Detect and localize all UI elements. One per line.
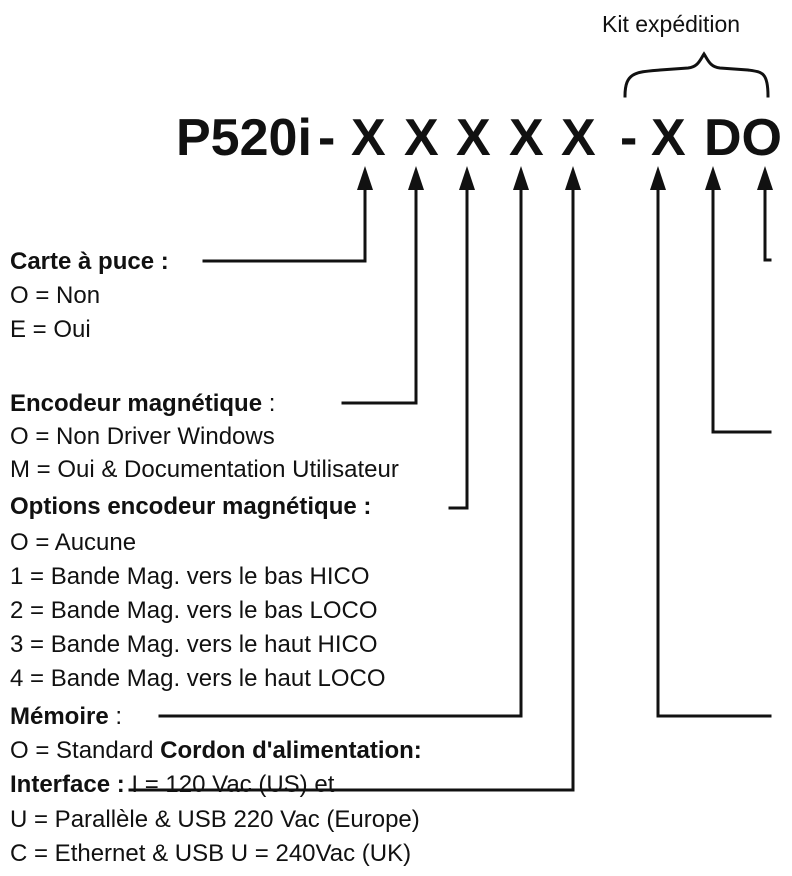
interface-title-row: Interface : I = 120 Vac (US) et [10, 771, 334, 799]
encodeur-option-oui: M = Oui & Documentation Utilisateur [10, 456, 399, 483]
interface-title: Interface : [10, 771, 125, 798]
cordon-alimentation-title: Cordon d'alimentation: [160, 737, 422, 764]
model-code-x1: X [351, 109, 386, 167]
line-memoire [158, 186, 523, 718]
interface-option-u-row: U = Parallèle & USB 220 Vac (Europe) [10, 806, 420, 834]
cordon-option-us: I = 120 Vac (US) et [131, 771, 335, 798]
arrowhead-x4 [513, 166, 529, 190]
options-encodeur-option-1: 1 = Bande Mag. vers le bas HICO [10, 563, 370, 590]
line-carte-puce [202, 186, 367, 263]
interface-option-c-row: C = Ethernet & USB U = 240Vac (UK) [10, 840, 411, 868]
arrowhead-x1 [357, 166, 373, 190]
line-cordon [656, 186, 772, 718]
encodeur-title-row: Encodeur magnétique : [10, 390, 275, 418]
cordon-option-europe: 220 Vac (Europe) [233, 806, 420, 833]
line-encodeur [341, 186, 418, 405]
model-separator-2: - [620, 109, 638, 167]
kit-brace [623, 51, 770, 98]
model-code-x5: X [561, 109, 596, 167]
arrowhead-x6 [650, 166, 666, 190]
model-code-x6: X [651, 109, 686, 167]
model-code-x3: X [456, 109, 491, 167]
arrowhead-o [757, 166, 773, 190]
options-encodeur-option-3: 3 = Bande Mag. vers le haut HICO [10, 631, 378, 658]
interface-option-u: U = Parallèle & USB [10, 806, 227, 833]
memoire-option-standard: O = Standard [10, 737, 154, 764]
interface-option-c: C = Ethernet & USB [10, 840, 225, 867]
options-encodeur-title: Options encodeur magnétique : [10, 493, 372, 520]
options-encodeur-option-0: O = Aucune [10, 529, 137, 556]
line-o [763, 186, 772, 262]
kit-expedition-label: Kit expédition [602, 11, 741, 37]
carte-puce-option-non: O = Non [10, 282, 101, 309]
options-encodeur-option-4: 4 = Bande Mag. vers le haut LOCO [10, 665, 386, 692]
line-d [711, 186, 772, 434]
carte-puce-option-oui: E = Oui [10, 316, 91, 343]
model-separator-1: - [318, 109, 336, 167]
arrowhead-d [705, 166, 721, 190]
cordon-option-uk: U = 240Vac (UK) [230, 840, 412, 867]
arrowhead-x2 [408, 166, 424, 190]
line-options-encodeur [448, 186, 469, 510]
encodeur-title: Encodeur magnétique [10, 390, 263, 417]
memoire-title-row: Mémoire : [10, 703, 122, 731]
options-encodeur-option-2: 2 = Bande Mag. vers le bas LOCO [10, 597, 378, 624]
encodeur-option-non: O = Non Driver Windows [10, 423, 275, 450]
arrowhead-x3 [459, 166, 475, 190]
line-interface [128, 186, 575, 792]
carte-puce-title: Carte à puce : [10, 248, 169, 275]
model-code-tail: DO [704, 109, 782, 167]
memoire-cordon-row: O = Standard Cordon d'alimentation: [10, 737, 422, 765]
model-prefix: P520i [176, 109, 312, 167]
memoire-title: Mémoire [10, 703, 109, 730]
encodeur-title-colon: : [268, 390, 276, 417]
model-code-x2: X [404, 109, 439, 167]
model-code-x4: X [509, 109, 544, 167]
arrowhead-x5 [565, 166, 581, 190]
memoire-title-colon: : [115, 703, 123, 730]
